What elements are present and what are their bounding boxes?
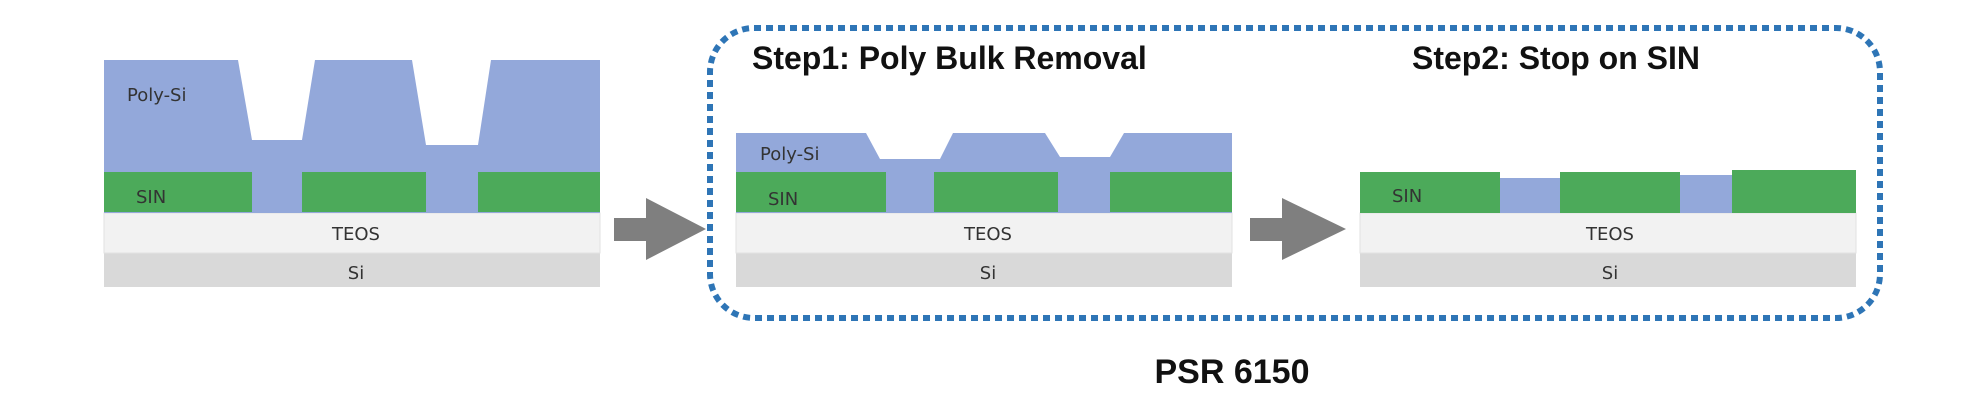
psr-group-border	[707, 25, 1883, 321]
teos-label: TEOS	[331, 224, 380, 245]
sin-label: SIN	[136, 187, 166, 208]
sin-block	[478, 172, 600, 212]
step1-stack: Step1: Poly Bulk Removal Poly-Si SIN TEO…	[735, 40, 1233, 287]
step2-title: Step2: Stop on SIN	[1412, 40, 1700, 76]
teos-label: TEOS	[963, 224, 1012, 245]
arrow-right-icon	[1250, 198, 1346, 260]
sin-label: SIN	[1392, 186, 1422, 207]
step1-title: Step1: Poly Bulk Removal	[752, 40, 1147, 76]
sin-block	[1560, 172, 1680, 213]
si-layer	[736, 253, 1232, 287]
psr-caption: PSR 6150	[1155, 353, 1310, 391]
teos-layer	[103, 212, 601, 254]
sin-label: SIN	[768, 189, 798, 210]
sin-block	[1732, 170, 1856, 213]
sin-block	[302, 172, 426, 212]
teos-layer	[735, 212, 1233, 254]
teos-label: TEOS	[1585, 224, 1634, 245]
si-layer	[1360, 253, 1856, 287]
sin-block	[1360, 172, 1500, 213]
step2-stack: Step2: Stop on SIN SIN TEOS Si	[1359, 40, 1857, 287]
sin-block	[736, 172, 886, 212]
si-layer	[104, 253, 600, 287]
sin-block	[934, 172, 1058, 212]
sin-block	[104, 172, 252, 212]
poly-si-fill	[1500, 178, 1560, 213]
si-label: Si	[1602, 263, 1618, 284]
si-label: Si	[980, 263, 996, 284]
poly-si-label: Poly-Si	[760, 144, 819, 165]
sin-block	[1110, 172, 1232, 212]
teos-layer	[1359, 212, 1857, 254]
si-label: Si	[348, 263, 364, 284]
initial-stack: Poly-Si SIN TEOS Si	[103, 60, 601, 287]
poly-si-label: Poly-Si	[127, 85, 186, 106]
poly-si-fill	[1680, 175, 1732, 213]
arrow-right-icon	[614, 198, 706, 260]
